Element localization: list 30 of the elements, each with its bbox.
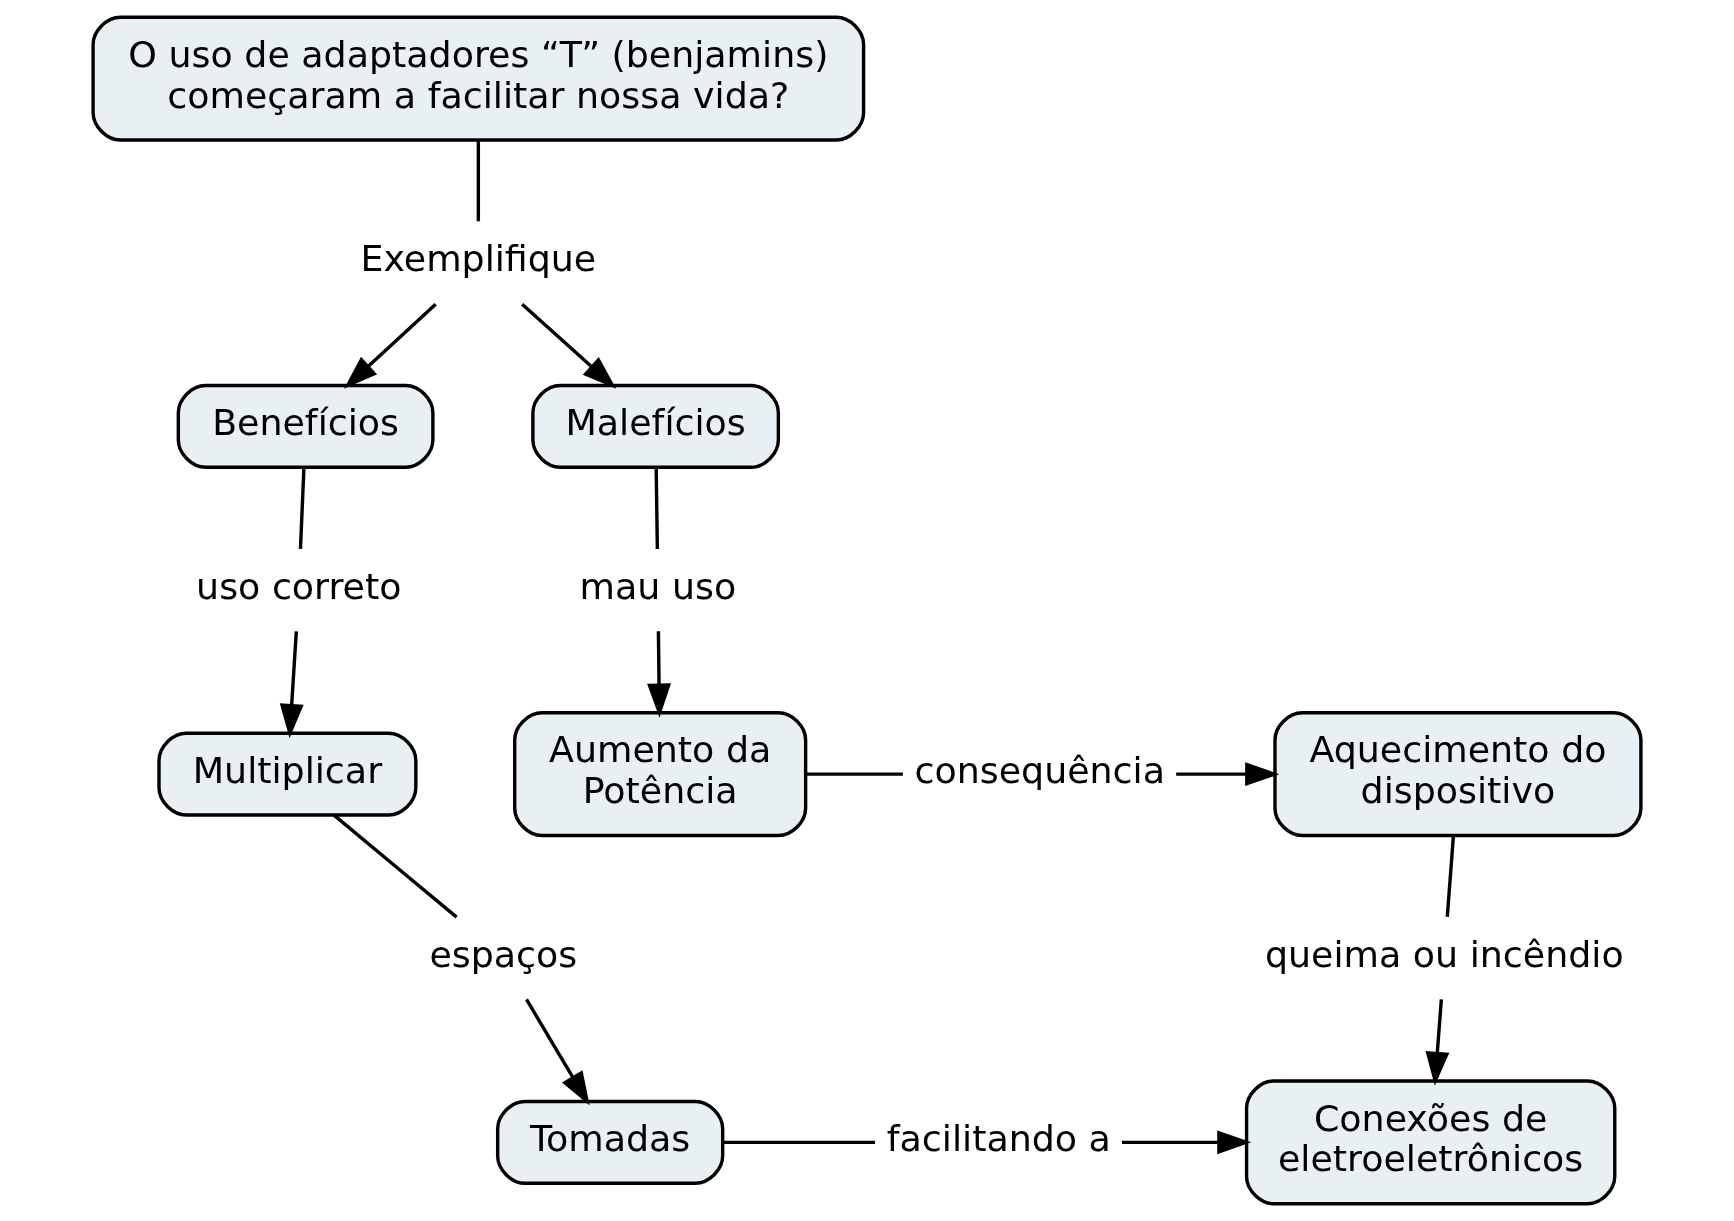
arrow xyxy=(1121,1130,1252,1155)
node-box: Multiplicar xyxy=(157,731,418,817)
arrow xyxy=(344,303,437,389)
node-text: uso correto xyxy=(196,564,402,608)
connector xyxy=(723,1140,876,1145)
node-box: Tomadas xyxy=(495,1099,725,1185)
connector xyxy=(333,814,458,919)
node-box: O uso de adaptadores “T” (benjamins) começaram a facilitar nossa vida? xyxy=(91,15,866,142)
arrow xyxy=(647,631,671,718)
node-text: queima ou incêndio xyxy=(1264,932,1624,976)
connector xyxy=(298,467,306,549)
connector xyxy=(654,467,660,549)
connector xyxy=(1445,836,1456,917)
arrow xyxy=(279,631,304,739)
node-box: Conexões de eletroeletrônicos xyxy=(1244,1079,1617,1206)
arrow xyxy=(525,998,590,1106)
connector xyxy=(476,140,481,222)
node-box: Aumento da Potência xyxy=(513,711,808,838)
connector xyxy=(806,772,903,776)
node-text: facilitando a xyxy=(886,1116,1111,1160)
node-text: consequência xyxy=(914,748,1165,792)
arrow xyxy=(521,303,617,389)
arrow xyxy=(1425,999,1450,1086)
node-box: Aquecimento do dispositivo xyxy=(1273,711,1643,838)
node-text: Exemplifique xyxy=(360,237,597,281)
node-box: Benefícios xyxy=(176,383,435,469)
node-text: mau uso xyxy=(579,564,737,608)
node-box: Malefícios xyxy=(531,383,781,469)
node-text: espaços xyxy=(429,932,578,976)
arrow xyxy=(1176,762,1280,787)
